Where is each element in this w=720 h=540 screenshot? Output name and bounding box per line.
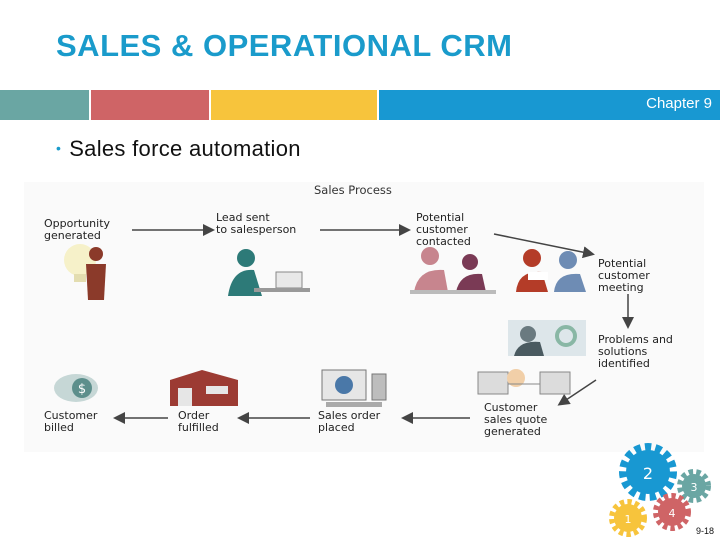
gear-label-4: 4 bbox=[669, 507, 676, 520]
gear-icon-3: 3 bbox=[677, 469, 711, 503]
gear-icon-2: 2 bbox=[619, 443, 677, 501]
accent-bar-red bbox=[91, 90, 209, 120]
salesperson-laptop-icon bbox=[228, 249, 310, 296]
step-order-fulfilled: Order fulfilled bbox=[178, 409, 219, 434]
dollar-bill-icon: $ bbox=[54, 374, 98, 402]
step-customer-billed: Customer billed bbox=[44, 409, 98, 434]
accent-bar-yellow bbox=[211, 90, 377, 120]
chapter-label: Chapter 9 bbox=[646, 95, 712, 112]
step-customer-contacted: Potential customer contacted bbox=[416, 211, 471, 248]
page-number: 9-18 bbox=[695, 526, 714, 536]
step-sales-order: Sales order placed bbox=[318, 409, 381, 434]
svg-text:$: $ bbox=[78, 382, 86, 397]
accent-bar-teal bbox=[0, 90, 89, 120]
sales-quote-computers-icon bbox=[477, 369, 571, 395]
accent-bar-blue bbox=[379, 90, 720, 120]
diagram-graphics: $ bbox=[24, 182, 704, 452]
lightbulb-person-icon bbox=[64, 244, 106, 300]
step-problems-solutions: Problems and solutions identified bbox=[598, 333, 673, 370]
order-computer-icon bbox=[321, 369, 387, 407]
warehouse-icon bbox=[170, 370, 238, 406]
bullet-item: • Sales force automation bbox=[56, 136, 301, 162]
customer-contact-icon bbox=[410, 247, 496, 294]
gear-icon-1: 1 bbox=[609, 499, 647, 537]
step-customer-meeting: Potential customer meeting bbox=[598, 257, 650, 294]
step-lead-sent: Lead sent to salesperson bbox=[216, 211, 297, 236]
bullet-text: Sales force automation bbox=[69, 136, 301, 161]
diagram-title: Sales Process bbox=[314, 183, 392, 197]
gear-label-1: 1 bbox=[625, 513, 632, 526]
flow-arrow-5 bbox=[557, 379, 597, 406]
step-opportunity-generated: Opportunity generated bbox=[44, 217, 111, 242]
sales-process-diagram: $ Sales Process Opportunity generated Le… bbox=[0, 174, 720, 464]
slide-title: SALES & OPERATIONAL CRM bbox=[56, 28, 513, 63]
customer-meeting-icon bbox=[516, 249, 586, 292]
support-headset-icon bbox=[508, 320, 586, 356]
bullet-dot-icon: • bbox=[56, 140, 62, 156]
gear-label-2: 2 bbox=[643, 464, 653, 483]
gear-label-3: 3 bbox=[691, 481, 698, 494]
step-sales-quote: Customer sales quote generated bbox=[484, 401, 548, 438]
gears-decoration: 2 3 1 4 bbox=[609, 443, 711, 537]
flow-arrow-3 bbox=[493, 233, 595, 259]
gear-icon-4: 4 bbox=[653, 493, 691, 531]
